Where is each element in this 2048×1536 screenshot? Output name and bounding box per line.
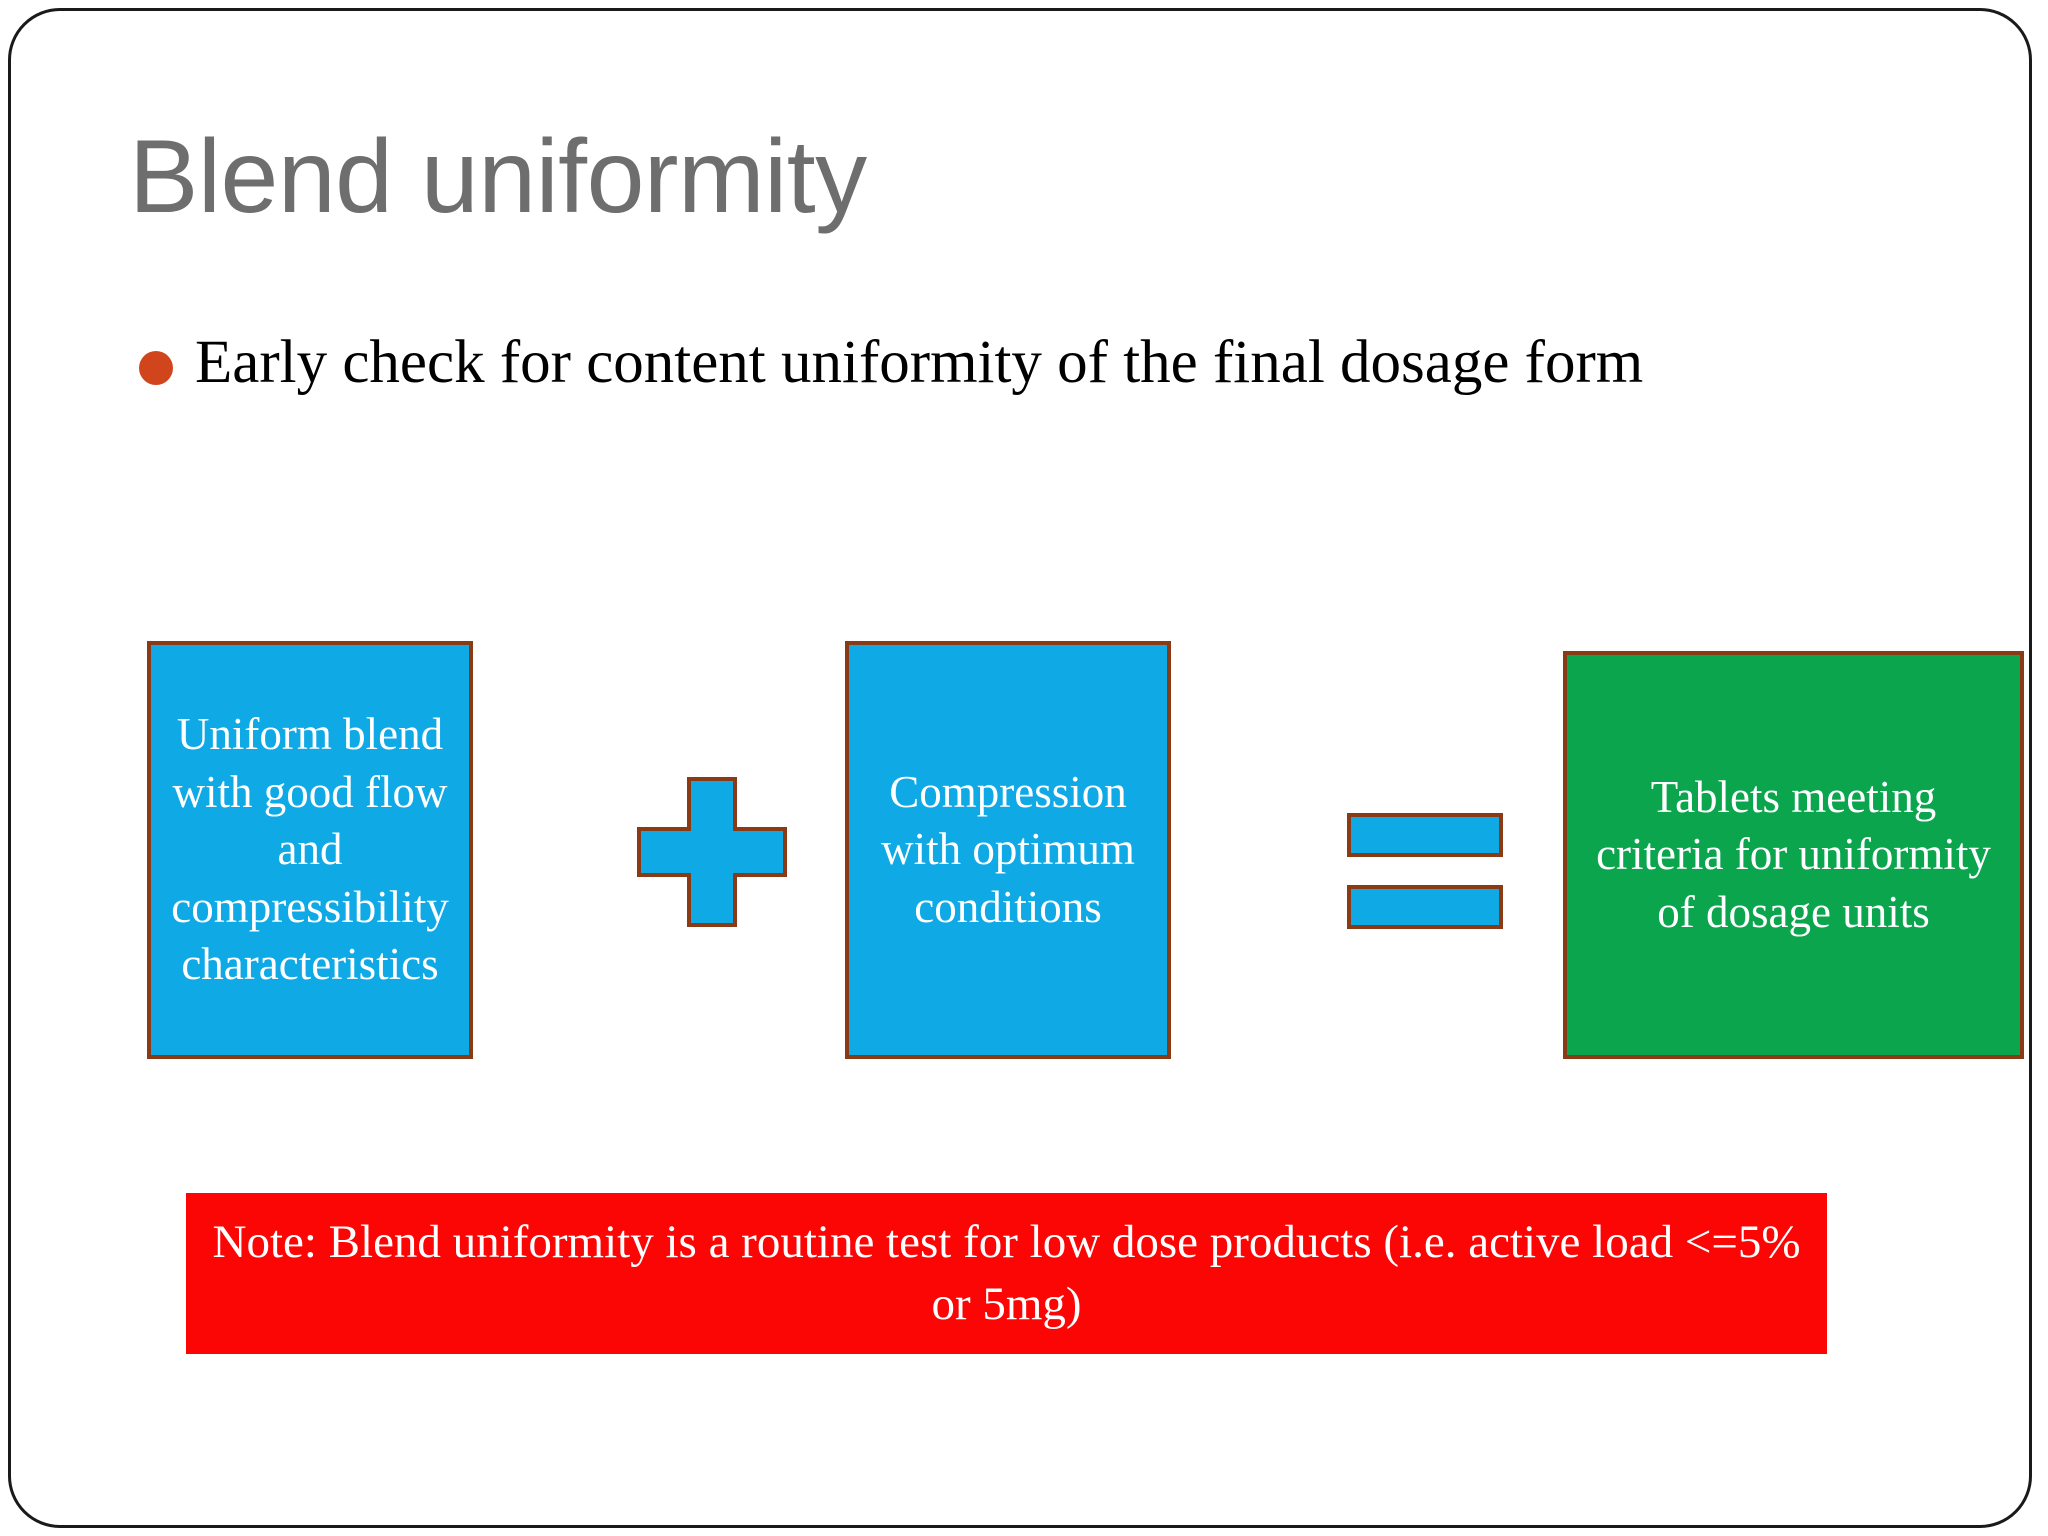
diagram-term-compression: Compression with optimum conditions (845, 641, 1171, 1059)
diagram-term-label: Uniform blend with good flow and compres… (171, 709, 449, 990)
slide-frame: Blend uniformity Early check for content… (8, 8, 2032, 1528)
page-title: Blend uniformity (129, 119, 867, 235)
diagram-term-tablets: Tablets meeting criteria for uniformity … (1563, 651, 2024, 1059)
note-banner: Note: Blend uniformity is a routine test… (186, 1193, 1827, 1354)
equals-operator-icon (1347, 813, 1503, 929)
diagram-term-label: Tablets meeting criteria for uniformity … (1596, 771, 1991, 937)
equals-bar-top (1347, 813, 1503, 857)
bullet-marker-icon (139, 351, 173, 385)
note-text: Note: Blend uniformity is a routine test… (212, 1216, 1801, 1330)
bullet-list-item: Early check for content uniformity of th… (139, 329, 1643, 396)
diagram-term-uniform-blend: Uniform blend with good flow and compres… (147, 641, 473, 1059)
diagram-term-label: Compression with optimum conditions (881, 766, 1135, 932)
bullet-item-label: Early check for content uniformity of th… (195, 329, 1644, 396)
equals-bar-bottom (1347, 885, 1503, 929)
plus-operator-icon (637, 777, 787, 927)
diagram-equation-flow: Uniform blend with good flow and compres… (11, 11, 2029, 1525)
